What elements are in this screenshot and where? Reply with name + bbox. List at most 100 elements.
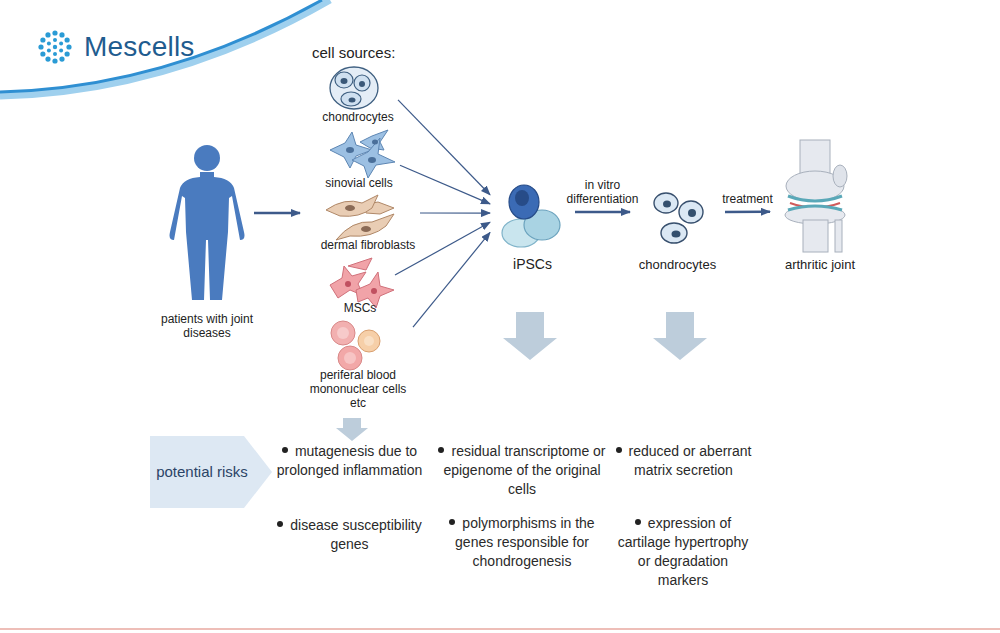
knee-joint-part <box>833 165 847 187</box>
chondrocyte-cells-part <box>341 92 361 106</box>
synovial-cells-part <box>346 147 354 153</box>
flow-arrow <box>254 212 300 215</box>
msc-cells-part <box>371 288 377 294</box>
msc-cells <box>330 258 394 308</box>
ipsc-cells <box>502 185 560 247</box>
ipsc-cells-part <box>509 185 539 219</box>
node-label: MSCs <box>344 301 377 315</box>
risk-item: mutagenesis due to prolonged inflammatio… <box>272 442 427 480</box>
knee-joint-part <box>788 196 842 201</box>
fibroblast-cells-part <box>345 205 355 211</box>
node-label: arthritic joint <box>785 257 855 272</box>
node-label: patients with joint diseases <box>160 312 254 340</box>
knee-joint-part <box>788 206 842 210</box>
flow-arrow <box>725 210 770 213</box>
node-label: chondrocytes <box>322 110 393 124</box>
down-arrows-part <box>653 312 707 360</box>
chondrocyte-node: chondrocytes <box>630 185 725 272</box>
logo-icon-part <box>52 30 57 35</box>
pbmc-cells <box>331 321 380 370</box>
cell-source: chondrocytes <box>318 62 398 124</box>
node-label: potential risks <box>156 463 248 481</box>
logo-icon-part <box>53 52 57 56</box>
footer-rule-part <box>0 628 1000 630</box>
fibroblast-cells-part <box>326 195 378 216</box>
logo-icon-part <box>53 45 57 49</box>
header-swoosh-part <box>0 0 330 96</box>
logo-icon-part <box>59 42 63 46</box>
synovial-cells-part <box>368 157 376 163</box>
synovial-cells <box>330 130 395 178</box>
knee-joint-part <box>803 220 828 252</box>
patient-figure-part <box>194 145 220 171</box>
joint-node: arthritic joint <box>770 135 870 272</box>
chondrocyte-cells-part <box>349 98 356 103</box>
chondrocyte-cells-part <box>359 81 365 87</box>
edge-label: in vitro differentiation <box>557 178 649 206</box>
msc-cells-part <box>348 258 372 270</box>
ipsc-cells-part <box>515 190 529 206</box>
pbmc-cells-part <box>331 321 355 345</box>
down-arrows-part <box>336 418 368 441</box>
pbmc-cells-part <box>344 352 356 364</box>
risk-item: disease susceptibility genes <box>272 516 427 554</box>
node-label: cell sources: <box>312 44 395 61</box>
chondrocyte-cells-part <box>679 201 703 223</box>
node-label: periferal blood mononuclear cells etc <box>303 368 413 410</box>
patient-node: patients with joint diseases <box>160 140 254 340</box>
flow-arrow <box>400 165 490 204</box>
patient-figure <box>170 145 245 300</box>
logo-icon-part <box>53 38 57 42</box>
chondrocyte-cells-part <box>663 201 671 208</box>
logo-icon-part <box>45 32 50 37</box>
fibroblast-cells <box>326 195 394 240</box>
logo-icon-part <box>47 42 51 46</box>
node-label: iPSCs <box>513 256 552 272</box>
cell-source: periferal blood mononuclear cells etc <box>303 318 413 410</box>
logo-icon <box>38 30 71 63</box>
fibroblast-cells-part <box>361 226 371 232</box>
header-swoosh <box>0 0 330 96</box>
node-label: dermal fibroblasts <box>321 238 416 252</box>
cell-source: dermal fibroblasts <box>316 192 420 252</box>
patient-figure-part <box>170 172 245 300</box>
pbmc-cells-part <box>337 327 349 339</box>
chondrocyte-cells-part <box>341 78 348 84</box>
flow-arrow <box>413 232 490 327</box>
risk-item: expression of cartilage hypertrophy or d… <box>612 514 754 590</box>
flow-arrow <box>575 211 630 214</box>
logo-icon-part <box>52 58 57 63</box>
logo-icon-part <box>40 51 45 56</box>
cell-sources-group: cell sources: chondrocytes sinovial cells d… <box>300 40 440 412</box>
ipsc-node: iPSCs <box>490 180 575 272</box>
fibroblast-cells-part <box>336 214 394 240</box>
logo-icon-part <box>47 49 51 53</box>
risk-pentagon: potential risks <box>150 436 272 508</box>
chondrocyte-cells-part <box>672 231 681 238</box>
pentagon-shape <box>150 436 272 508</box>
cell-source: sinovial cells <box>318 128 400 190</box>
brand-name: Mescells <box>84 31 244 63</box>
down-arrows-part <box>503 312 557 360</box>
pbmc-cells-part <box>358 330 380 352</box>
chondrocyte-cells-part <box>661 223 687 243</box>
chondrocyte-cells-part <box>654 193 678 213</box>
chondrocyte-cells-part <box>335 72 353 88</box>
flow-arrow <box>398 100 490 195</box>
logo-icon-part <box>59 32 64 37</box>
node-label: chondrocytes <box>639 257 716 272</box>
risk-item: residual transcriptome or epigenome of t… <box>436 442 608 499</box>
chondrocyte-cells <box>654 193 703 243</box>
logo-icon-part <box>45 57 50 62</box>
chondrocyte-cells-part <box>330 67 378 109</box>
header-swoosh-part <box>0 0 322 92</box>
risk-item: reduced or aberrant matrix secretion <box>606 442 761 480</box>
synovial-cells-part <box>352 138 395 178</box>
chondrocyte-cells-part <box>688 209 696 217</box>
logo-icon-part <box>59 49 63 53</box>
chondrocyte-cells <box>330 67 378 109</box>
msc-cells-part <box>345 281 351 287</box>
cell-source: MSCs <box>325 258 395 315</box>
node-label: sinovial cells <box>325 176 392 190</box>
